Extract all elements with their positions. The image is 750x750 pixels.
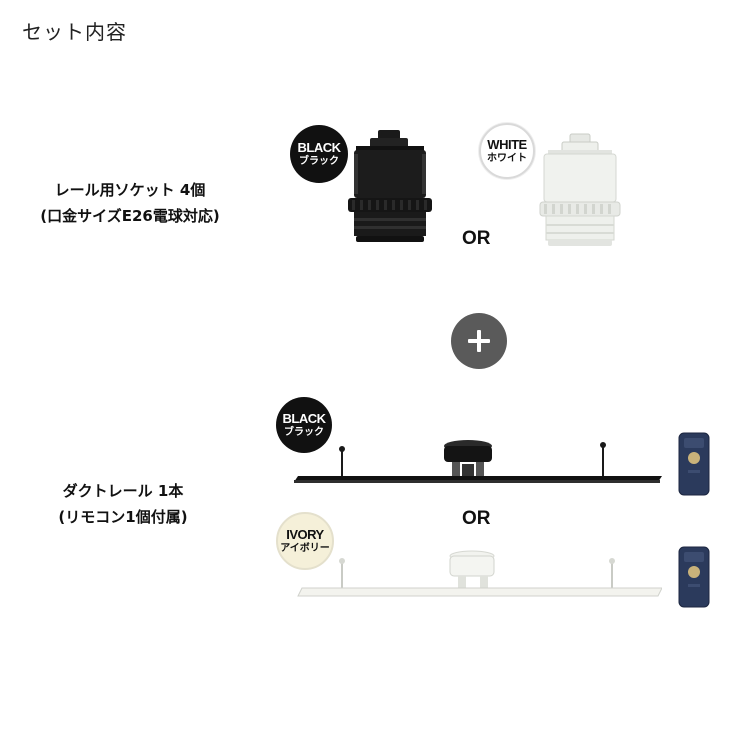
badge-en: WHITE bbox=[487, 136, 527, 152]
black-socket-image bbox=[348, 130, 432, 242]
black-color-badge: BLACK ブラック bbox=[276, 397, 332, 453]
page-title: セット内容 bbox=[22, 20, 127, 44]
or-text: OR bbox=[462, 228, 491, 249]
white-socket-image bbox=[539, 133, 621, 246]
badge-en: BLACK bbox=[297, 139, 342, 155]
rail-label-line1: ダクトレール 1本 bbox=[62, 482, 184, 500]
badge-jp: ホワイト bbox=[487, 152, 527, 164]
badge-en: BLACK bbox=[282, 410, 327, 426]
rail-label-line2: (リモコン1個付属) bbox=[58, 508, 188, 526]
socket-label: レール用ソケット 4個 (口金サイズE26電球対応) bbox=[5, 177, 255, 229]
ivory-rail-image bbox=[297, 550, 662, 597]
rail-label: ダクトレール 1本 (リモコン1個付属) bbox=[0, 478, 248, 530]
black-color-badge: BLACK ブラック bbox=[290, 125, 348, 183]
badge-jp: ブラック bbox=[284, 426, 324, 438]
badge-jp: アイボリー bbox=[280, 542, 330, 554]
remote-control-image bbox=[678, 432, 710, 496]
badge-en: IVORY bbox=[286, 526, 324, 542]
socket-label-line2: (口金サイズE26電球対応) bbox=[40, 207, 220, 225]
ivory-color-badge: IVORY アイボリー bbox=[276, 512, 334, 570]
black-rail-image bbox=[294, 440, 662, 483]
white-color-badge: WHITE ホワイト bbox=[479, 123, 535, 179]
socket-label-line1: レール用ソケット 4個 bbox=[54, 181, 206, 199]
remote-control-image bbox=[678, 546, 710, 608]
badge-jp: ブラック bbox=[299, 155, 339, 167]
plus-icon bbox=[451, 313, 507, 369]
or-text: OR bbox=[462, 508, 491, 529]
